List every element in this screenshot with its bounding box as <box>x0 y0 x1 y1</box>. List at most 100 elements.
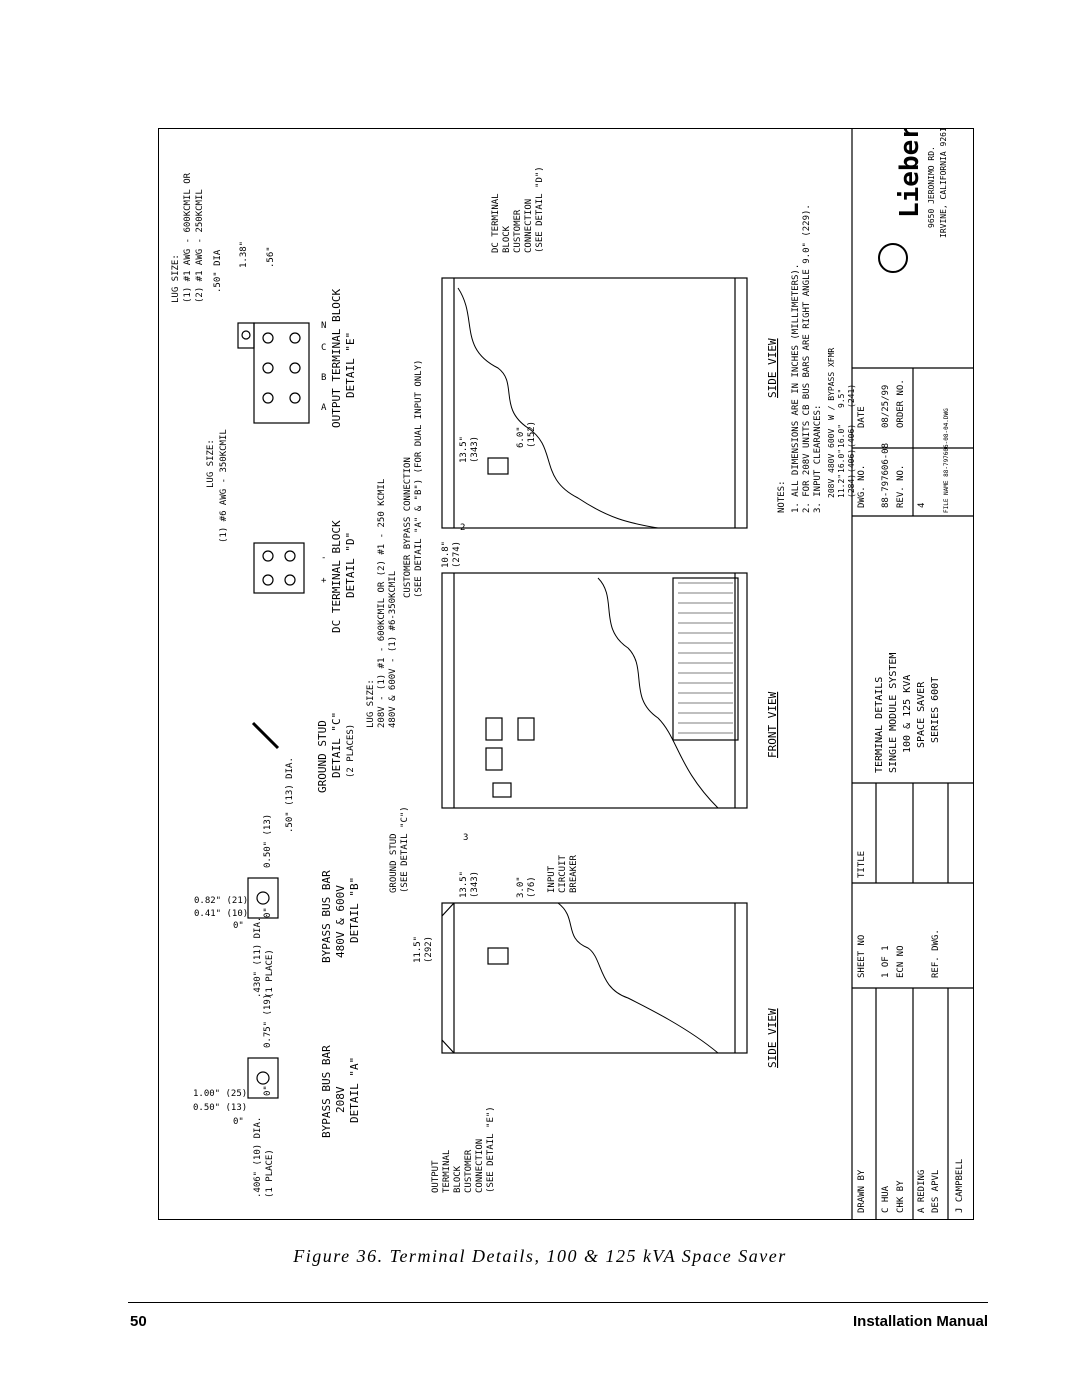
clear-h-208: 208V <box>827 479 836 498</box>
tb-title-2: SINGLE MODULE SYSTEM <box>888 653 899 773</box>
tb-sheet-label: SHEET NO <box>857 935 867 978</box>
detail-b-dim-5: 0" <box>263 907 273 918</box>
detail-b-dim-3: 0" <box>233 921 244 931</box>
callout-lug-1: LUG SIZE: <box>366 679 376 728</box>
callout-output-5: CONNECTION <box>475 1139 485 1193</box>
detail-a-dim-1: 1.00" (25) <box>193 1089 247 1099</box>
detail-b-dim-1: 0.82" (21) <box>194 896 248 906</box>
callout-dc-3: CUSTOMER <box>513 209 523 253</box>
detail-a-dim-4: 0.75" (19) <box>263 994 273 1048</box>
clear-xfmr-mm: (241) <box>847 384 856 408</box>
detail-e-label-b: B <box>321 373 326 383</box>
liebert-logo-text: Liebert <box>895 128 925 218</box>
manual-title: Installation Manual <box>852 1313 988 1330</box>
detail-b-dim-4: 0.50" (13) <box>263 814 273 868</box>
detail-d-title-1: DC TERMINAL BLOCK <box>330 520 343 633</box>
output-terminal-block-detail <box>253 322 310 424</box>
tb-date: 08/25/99 <box>881 385 891 428</box>
dim-right-b-mm: (152) <box>527 421 537 448</box>
callout-breaker-1: INPUT <box>547 865 557 893</box>
detail-c-title-1: GROUND STUD <box>316 720 329 793</box>
tb-ref-label: REF. DWG. <box>931 929 941 978</box>
callout-lug-2: 208V - (1) #1 - 600KCMIL OR (2) #1 - 250… <box>377 479 387 728</box>
tb-title-5: SERIES 600T <box>930 677 941 743</box>
tb-dwg-label: DWG. NO. <box>857 465 867 508</box>
callout-dc-5: (SEE DETAIL "D") <box>535 166 545 253</box>
bus-bar-b <box>247 877 279 919</box>
tb-rev-label: REV. NO. <box>896 465 906 508</box>
left-side-view-cabinet <box>441 902 748 1054</box>
callout-output-3: BLOCK <box>453 1165 463 1193</box>
tb-file-name: FILE NAME 88-797606-08-04.DWG <box>943 408 950 513</box>
detail-d-lug-size: (1) #6 AWG - 350KCMIL <box>219 429 229 543</box>
tb-title-3: 100 & 125 KVA <box>902 675 913 753</box>
detail-b-title-2: 480V & 600V <box>334 885 347 958</box>
callout-output-1: OUTPUT <box>431 1160 441 1193</box>
tb-title-label: TITLE <box>857 851 867 878</box>
tb-ecn-label: ECN NO <box>896 945 906 978</box>
detail-e-dia: .50" DIA <box>213 249 223 293</box>
triangle-2-label: 2 <box>460 523 465 533</box>
dim-left-b-mm: (76) <box>527 876 537 898</box>
dim-left-h: 11.5" <box>413 936 423 963</box>
detail-b-title-3: DETAIL "B" <box>348 877 361 943</box>
detail-c-title-3: (2 PLACES) <box>346 724 356 778</box>
dim-right-a: 13.5" <box>459 436 469 463</box>
tb-chk-by-label: CHK BY <box>896 1180 906 1213</box>
clear-480-in: 16.0" <box>837 449 846 473</box>
clear-208-in: 11.2" <box>837 474 846 498</box>
callout-dc-1: DC TERMINAL <box>491 193 501 253</box>
tb-title-4: SPACE SAVER <box>916 681 927 748</box>
tb-drawn-by: C HUA <box>881 1185 891 1213</box>
detail-a-dim-2: 0.50" (13) <box>193 1103 247 1113</box>
detail-a-hole-places: (1 PLACE) <box>265 1149 275 1198</box>
left-side-terminal-block <box>487 947 509 965</box>
detail-a-title-2: 208V <box>334 1086 347 1113</box>
detail-e-dim-1: 1.38" <box>239 241 249 268</box>
clear-600-in: 16.0" <box>837 424 846 448</box>
ground-stud <box>251 721 280 750</box>
dim-front-a: 10.8" <box>441 541 451 568</box>
detail-e-label-c: C <box>321 343 326 353</box>
clear-h-xfmr: W / BYPASS XFMR <box>827 348 836 420</box>
side-view-right-title: SIDE VIEW <box>766 338 779 398</box>
clear-xfmr-in: 9.5" <box>837 389 846 408</box>
front-view-title: FRONT VIEW <box>766 691 779 758</box>
callout-dc-4: CONNECTION <box>524 199 534 253</box>
callout-output-6: (SEE DETAIL "E") <box>486 1106 496 1193</box>
detail-d-lug-label: LUG SIZE: <box>206 439 216 488</box>
detail-d-plus: + <box>321 576 327 586</box>
dim-left-h-mm: (292) <box>424 936 434 963</box>
clear-600-mm: (406) <box>847 424 856 448</box>
figure-caption: Figure 36. Terminal Details, 100 & 125 k… <box>293 1246 787 1266</box>
terminal-details-drawing: SIDE VIEW FRONT VIEW SIDE VIEW BYPASS BU… <box>171 128 974 1220</box>
callout-breaker-3: BREAKER <box>569 854 579 893</box>
note-1: 1. ALL DIMENSIONS ARE IN INCHES (MILLIME… <box>791 264 801 513</box>
tb-address-1: 9650 JERONIMO RD. <box>927 146 936 228</box>
tb-title-1: TERMINAL DETAILS <box>874 677 885 773</box>
tb-des-apvl-label: DES APVL <box>931 1170 941 1213</box>
tb-address-2: IRVINE, CALIFORNIA 92618 <box>939 128 948 238</box>
triangle-3-label: 3 <box>463 833 468 843</box>
detail-e-label-a: A <box>321 403 327 413</box>
dim-front-a-mm: (274) <box>452 541 462 568</box>
detail-a-dim-3: 0" <box>233 1117 244 1127</box>
input-circuit-breaker <box>485 717 503 741</box>
dc-terminal-block-detail <box>253 542 305 594</box>
detail-b-title-1: BYPASS BUS BAR <box>320 870 333 963</box>
detail-d-minus: - <box>321 553 326 563</box>
detail-e-label-n: N <box>321 321 326 331</box>
tb-drawn-by-label: DRAWN BY <box>857 1169 867 1213</box>
detail-c-dia: .50" (13) DIA. <box>285 757 295 833</box>
detail-a-hole: .406" (10) DIA. <box>253 1117 263 1198</box>
liebert-logo-mark <box>878 243 908 273</box>
clear-h-480: 480V <box>827 454 836 473</box>
tb-sheet: 1 OF 1 <box>881 945 891 978</box>
dim-left-a: 13.5" <box>459 871 469 898</box>
right-side-view-cabinet <box>441 277 748 529</box>
dim-right-a-mm: (343) <box>470 436 480 463</box>
notes-header: NOTES: <box>777 480 787 513</box>
detail-e-dim-2: .56" <box>266 246 276 268</box>
side-view-left-title: SIDE VIEW <box>766 1008 779 1068</box>
callout-output-2: TERMINAL <box>442 1150 452 1193</box>
